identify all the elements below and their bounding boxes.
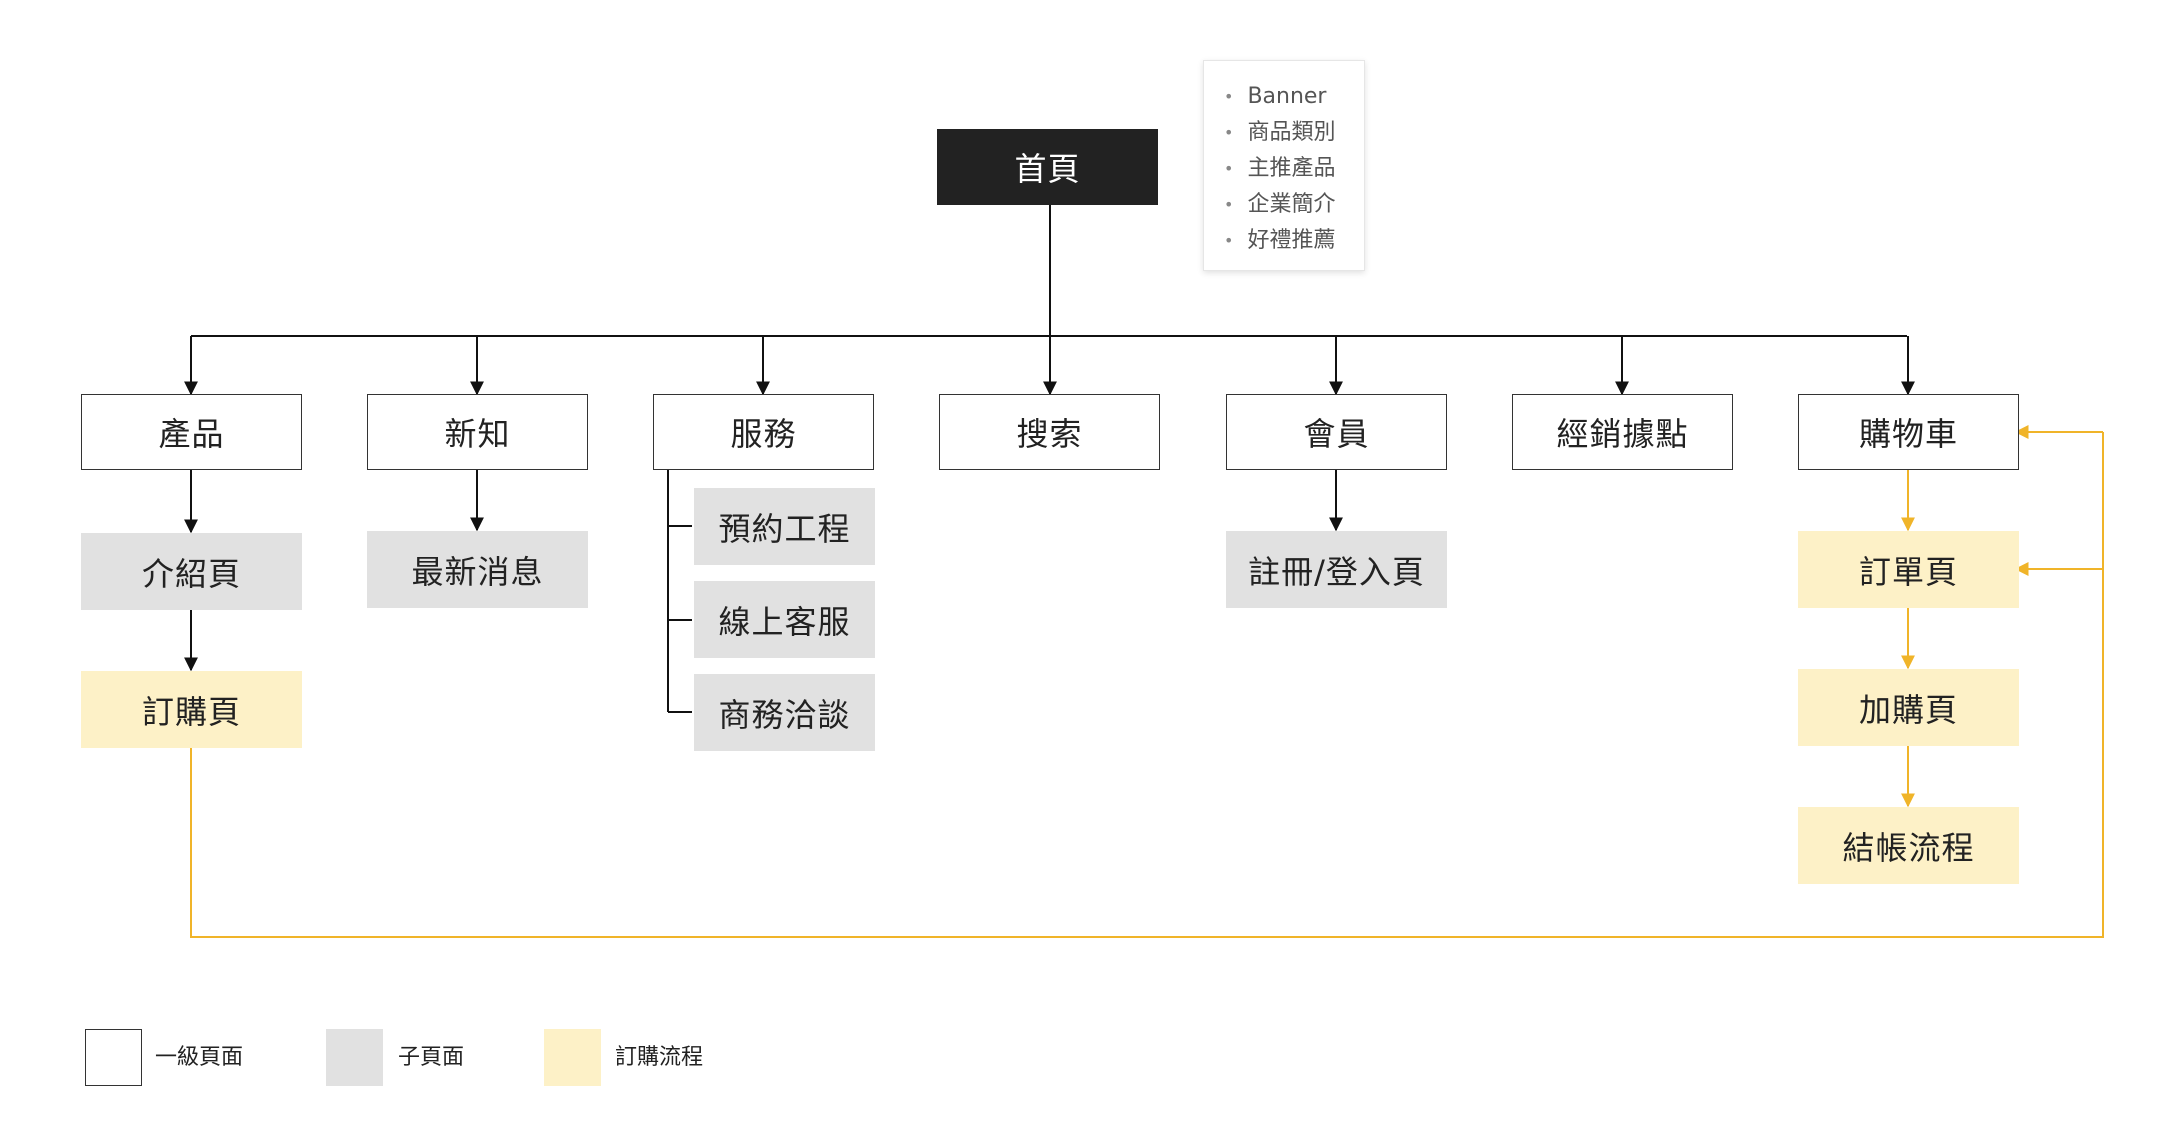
legend-swatch-sub bbox=[326, 1029, 383, 1086]
node-member: 會員 bbox=[1226, 394, 1447, 470]
node-intro-page: 介紹頁 bbox=[81, 533, 302, 610]
node-order-page: 訂購頁 bbox=[81, 671, 302, 748]
note-item: •Banner bbox=[1224, 84, 1327, 109]
node-booking: 預約工程 bbox=[694, 488, 875, 565]
node-register-login: 註冊/登入頁 bbox=[1226, 531, 1447, 608]
legend-label-flow: 訂購流程 bbox=[615, 1045, 704, 1070]
node-online-support: 線上客服 bbox=[694, 581, 875, 658]
node-search: 搜索 bbox=[939, 394, 1160, 470]
note-item: •商品類別 bbox=[1224, 120, 1336, 145]
legend-swatch-flow bbox=[544, 1029, 601, 1086]
tree-lines bbox=[184, 205, 1915, 713]
legend-label-sub: 子頁面 bbox=[398, 1045, 465, 1070]
note-item: •企業簡介 bbox=[1224, 192, 1336, 217]
node-latest-news: 最新消息 bbox=[367, 531, 588, 608]
node-business-talk: 商務洽談 bbox=[694, 674, 875, 751]
node-add-on: 加購頁 bbox=[1798, 669, 2019, 746]
node-news: 新知 bbox=[367, 394, 588, 470]
node-services: 服務 bbox=[653, 394, 874, 470]
note-item: •主推產品 bbox=[1224, 156, 1336, 181]
flow-lines bbox=[190, 425, 2104, 938]
legend-label-level1: 一級頁面 bbox=[155, 1045, 244, 1070]
home-content-note: •Banner •商品類別 •主推產品 •企業簡介 •好禮推薦 bbox=[1203, 60, 1365, 271]
note-item: •好禮推薦 bbox=[1224, 228, 1336, 253]
node-cart: 購物車 bbox=[1798, 394, 2019, 470]
node-order-list: 訂單頁 bbox=[1798, 531, 2019, 608]
legend-swatch-level1 bbox=[85, 1029, 142, 1086]
node-dealers: 經銷據點 bbox=[1512, 394, 1733, 470]
home-node: 首頁 bbox=[937, 129, 1158, 205]
node-products: 產品 bbox=[81, 394, 302, 470]
node-checkout: 結帳流程 bbox=[1798, 807, 2019, 884]
